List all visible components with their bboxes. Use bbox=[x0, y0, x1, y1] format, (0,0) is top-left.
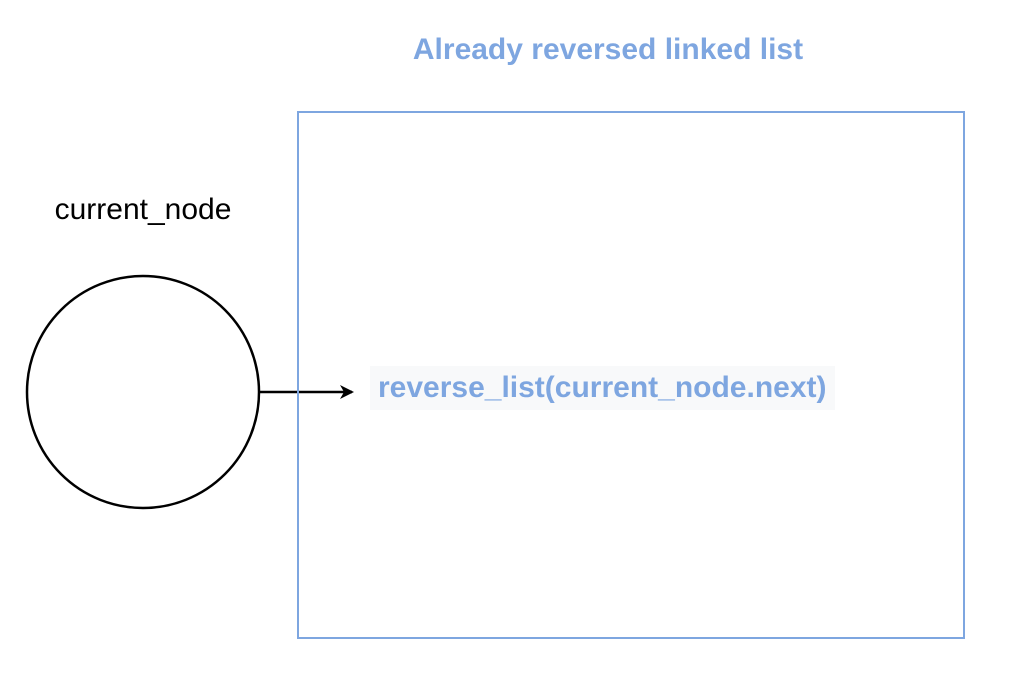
current-node-label: current_node bbox=[54, 193, 232, 226]
reversed-list-title: Already reversed linked list bbox=[412, 33, 804, 66]
current-node-circle bbox=[25, 274, 261, 510]
reversed-list-box bbox=[297, 111, 965, 639]
recursive-call-label: reverse_list(current_node.next) bbox=[370, 366, 835, 410]
